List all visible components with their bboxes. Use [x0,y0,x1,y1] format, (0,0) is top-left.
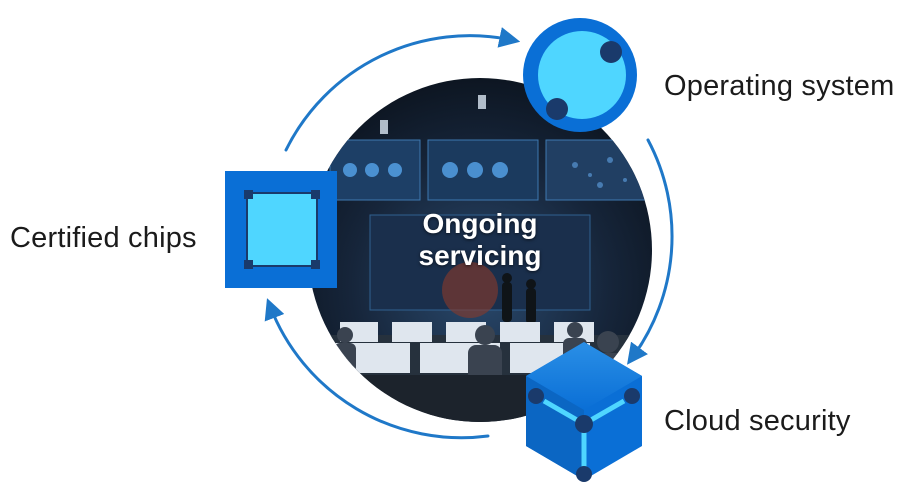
arrow-chips-to-os [284,27,521,152]
center-title-line2: servicing [418,240,542,271]
chip-square-icon [225,171,337,288]
arrow-os-to-cloud [627,138,674,365]
cloud-cube-icon [526,342,642,482]
cycle-arrows [264,27,674,440]
center-title: Ongoing servicing [380,208,580,272]
certified-chips-label: Certified chips [10,222,197,254]
operating-system-label: Operating system [664,70,895,102]
os-circle-icon [523,18,637,132]
center-title-line1: Ongoing [422,208,538,239]
cloud-security-label: Cloud security [664,405,851,437]
arrow-cloud-to-chips [264,298,490,440]
